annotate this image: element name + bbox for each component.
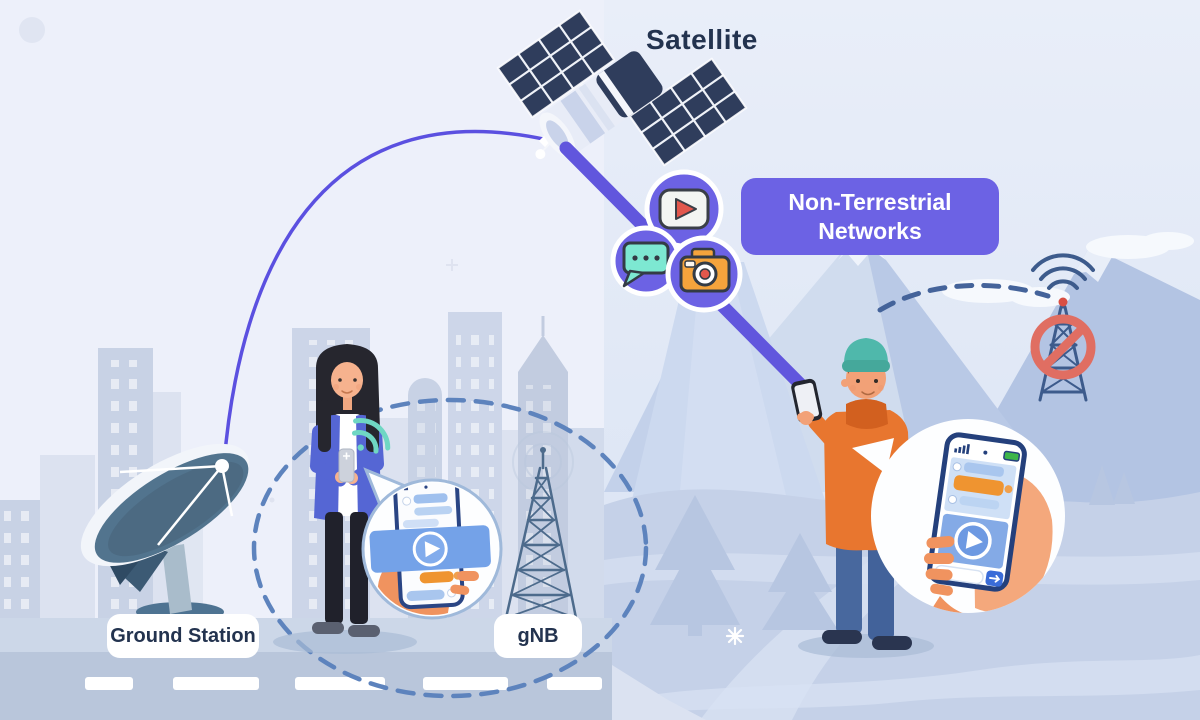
phone-zoom-bubble-right [852, 419, 1065, 613]
woman-shadow [273, 630, 417, 654]
battery-icon [1003, 450, 1021, 462]
no-signal-link [877, 282, 1051, 313]
ground-station-label-text: Ground Station [110, 624, 256, 647]
ntn-badge-line1: Non-Terrestrial [788, 189, 952, 216]
wifi-signal-icon [351, 418, 391, 454]
man-phone [791, 378, 823, 423]
camera-icon [665, 235, 743, 313]
uplink-arc [222, 129, 549, 465]
chat-bubble-icon [610, 225, 682, 297]
prohibition-sign [1030, 314, 1096, 380]
gnb-label-text: gNB [517, 624, 559, 647]
snowflake-icon [725, 626, 745, 646]
ntn-badge-line2: Networks [818, 217, 922, 244]
satellite-label: Satellite [646, 24, 758, 55]
coverage-dash-ring [251, 397, 649, 699]
tower-wifi-waves [1031, 253, 1095, 290]
gnb-tower [504, 431, 578, 620]
phone-zoom-bubble-left [361, 467, 503, 620]
solar-panel-right [628, 57, 748, 167]
clouds [942, 232, 1194, 307]
no-coverage-tower-icon [1030, 253, 1096, 402]
video-play-icon [644, 169, 724, 249]
road [0, 618, 612, 720]
ntn-badge: Non-Terrestrial Networks [741, 178, 999, 255]
pine-trees [650, 465, 1135, 636]
satellite [496, 9, 748, 167]
solar-panel-left [496, 9, 616, 119]
satellite-body [535, 48, 666, 160]
video-banner [369, 525, 491, 573]
media-icons [610, 169, 743, 313]
ground-station-label: Ground Station [107, 614, 259, 658]
woman-phone [338, 448, 355, 483]
gnb-label: gNB [494, 614, 582, 658]
man-shadow [798, 634, 934, 658]
signal-bars-icon [954, 443, 970, 455]
